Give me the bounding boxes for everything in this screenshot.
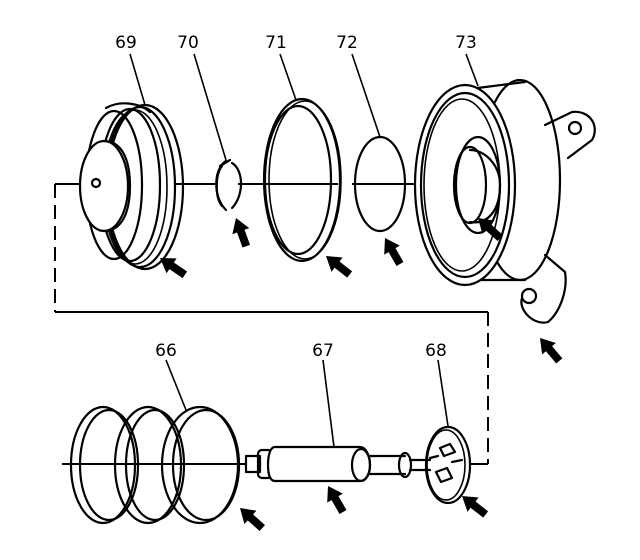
part-68-retainer — [424, 425, 472, 505]
callout-68: 68 — [425, 341, 447, 361]
leader-71 — [279, 53, 297, 101]
arrow-72 — [377, 233, 408, 269]
assembly-axis-lines — [54, 183, 489, 465]
callout-71: 71 — [265, 33, 287, 53]
leader-66 — [165, 359, 187, 411]
arrow-70 — [227, 214, 255, 250]
callout-73: 73 — [455, 33, 477, 53]
leader-lines — [129, 53, 479, 448]
arrow-73-lug — [533, 332, 567, 367]
part-73-housing — [413, 78, 596, 324]
leader-69 — [129, 53, 146, 106]
leader-73 — [465, 53, 479, 87]
arrow-67 — [320, 481, 351, 517]
part-71-seal-ring — [262, 97, 342, 263]
callout-72: 72 — [336, 33, 358, 53]
leader-72 — [351, 53, 381, 138]
callout-66: 66 — [155, 341, 177, 361]
callout-67: 67 — [312, 341, 334, 361]
part-67-pin — [244, 445, 432, 483]
part-69-piston — [78, 102, 185, 271]
arrow-66 — [233, 501, 269, 535]
callout-labels: 69 70 71 72 73 66 67 68 — [115, 33, 477, 361]
pointer-arrows — [154, 211, 567, 535]
leader-68 — [437, 359, 449, 427]
arrow-71 — [320, 248, 356, 282]
callout-70: 70 — [177, 33, 199, 53]
leader-67 — [322, 359, 335, 448]
arrow-69 — [154, 250, 190, 283]
callout-69: 69 — [115, 33, 137, 53]
part-66-coil-spring — [69, 405, 241, 525]
part-70-snap-ring — [215, 158, 243, 212]
leader-70 — [193, 53, 227, 161]
